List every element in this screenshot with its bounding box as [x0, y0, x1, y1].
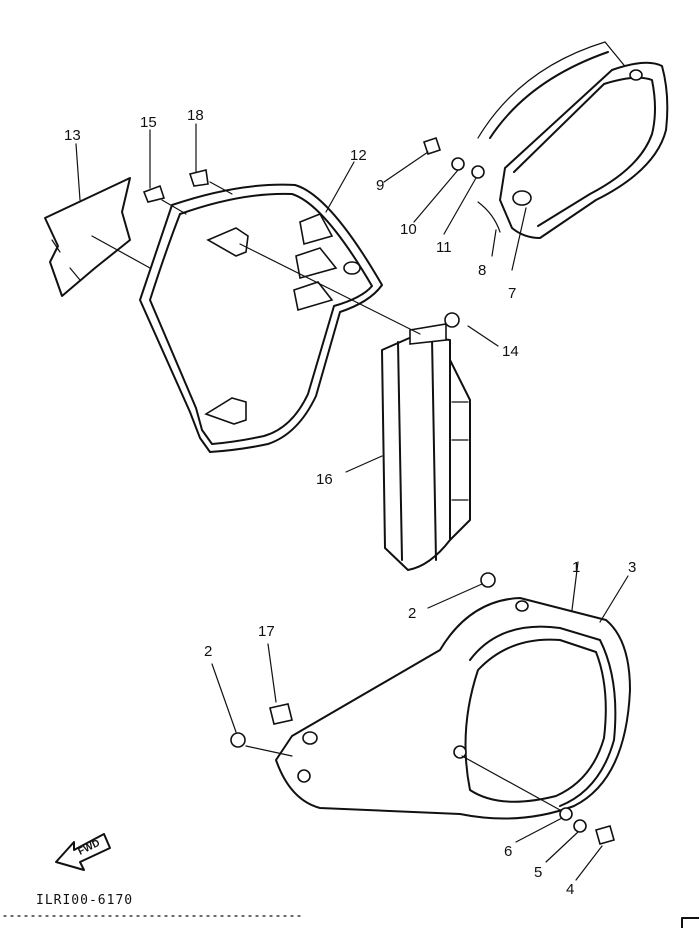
callout-13: 13	[64, 127, 81, 144]
callout-10: 10	[400, 221, 417, 238]
part-14-grommet	[444, 312, 460, 328]
part-17-collar	[269, 703, 293, 725]
part-9-screw	[422, 136, 442, 156]
callout-2-upper: 2	[408, 605, 416, 622]
part-2-grommet-upper	[480, 572, 496, 588]
callout-3: 3	[628, 559, 636, 576]
part-16-duct	[381, 323, 471, 571]
part-7-side-cover	[477, 41, 669, 239]
part-10-washer	[451, 157, 465, 171]
part-6-washer	[559, 807, 573, 821]
callout-15: 15	[140, 114, 157, 131]
callout-6: 6	[504, 843, 512, 860]
part-4-screw	[595, 825, 615, 845]
part-13-decal	[44, 177, 131, 297]
part-12-side-panel	[139, 183, 383, 453]
callout-18: 18	[187, 107, 204, 124]
callouts: 13 15 18 12 9 10 11 8 7 14 16 2 1 3 17 2…	[64, 107, 636, 898]
part-11-washer	[471, 165, 485, 179]
callout-9: 9	[376, 177, 384, 194]
callout-11: 11	[436, 239, 452, 256]
callout-7: 7	[508, 285, 516, 302]
callout-12: 12	[350, 147, 367, 164]
fasteners	[142, 136, 615, 845]
part-18-bolt	[188, 169, 209, 187]
part-15-bolt	[142, 184, 166, 203]
callout-16: 16	[316, 471, 333, 488]
part-5-washer	[573, 819, 587, 833]
callout-17: 17	[258, 623, 275, 640]
callout-4: 4	[566, 881, 574, 898]
corner-mark	[681, 917, 699, 928]
callout-2-lower: 2	[204, 643, 212, 660]
leader-lines	[75, 123, 629, 881]
callout-1: 1	[572, 559, 580, 576]
diagram-code: ILRI00-6170	[36, 893, 133, 908]
callout-14: 14	[502, 343, 519, 360]
part-1-lower-cover	[275, 597, 631, 820]
part-2-grommet-lower	[230, 732, 246, 748]
callout-5: 5	[534, 864, 542, 881]
callout-8: 8	[478, 262, 486, 279]
fwd-arrow-icon: FWD	[55, 833, 111, 871]
